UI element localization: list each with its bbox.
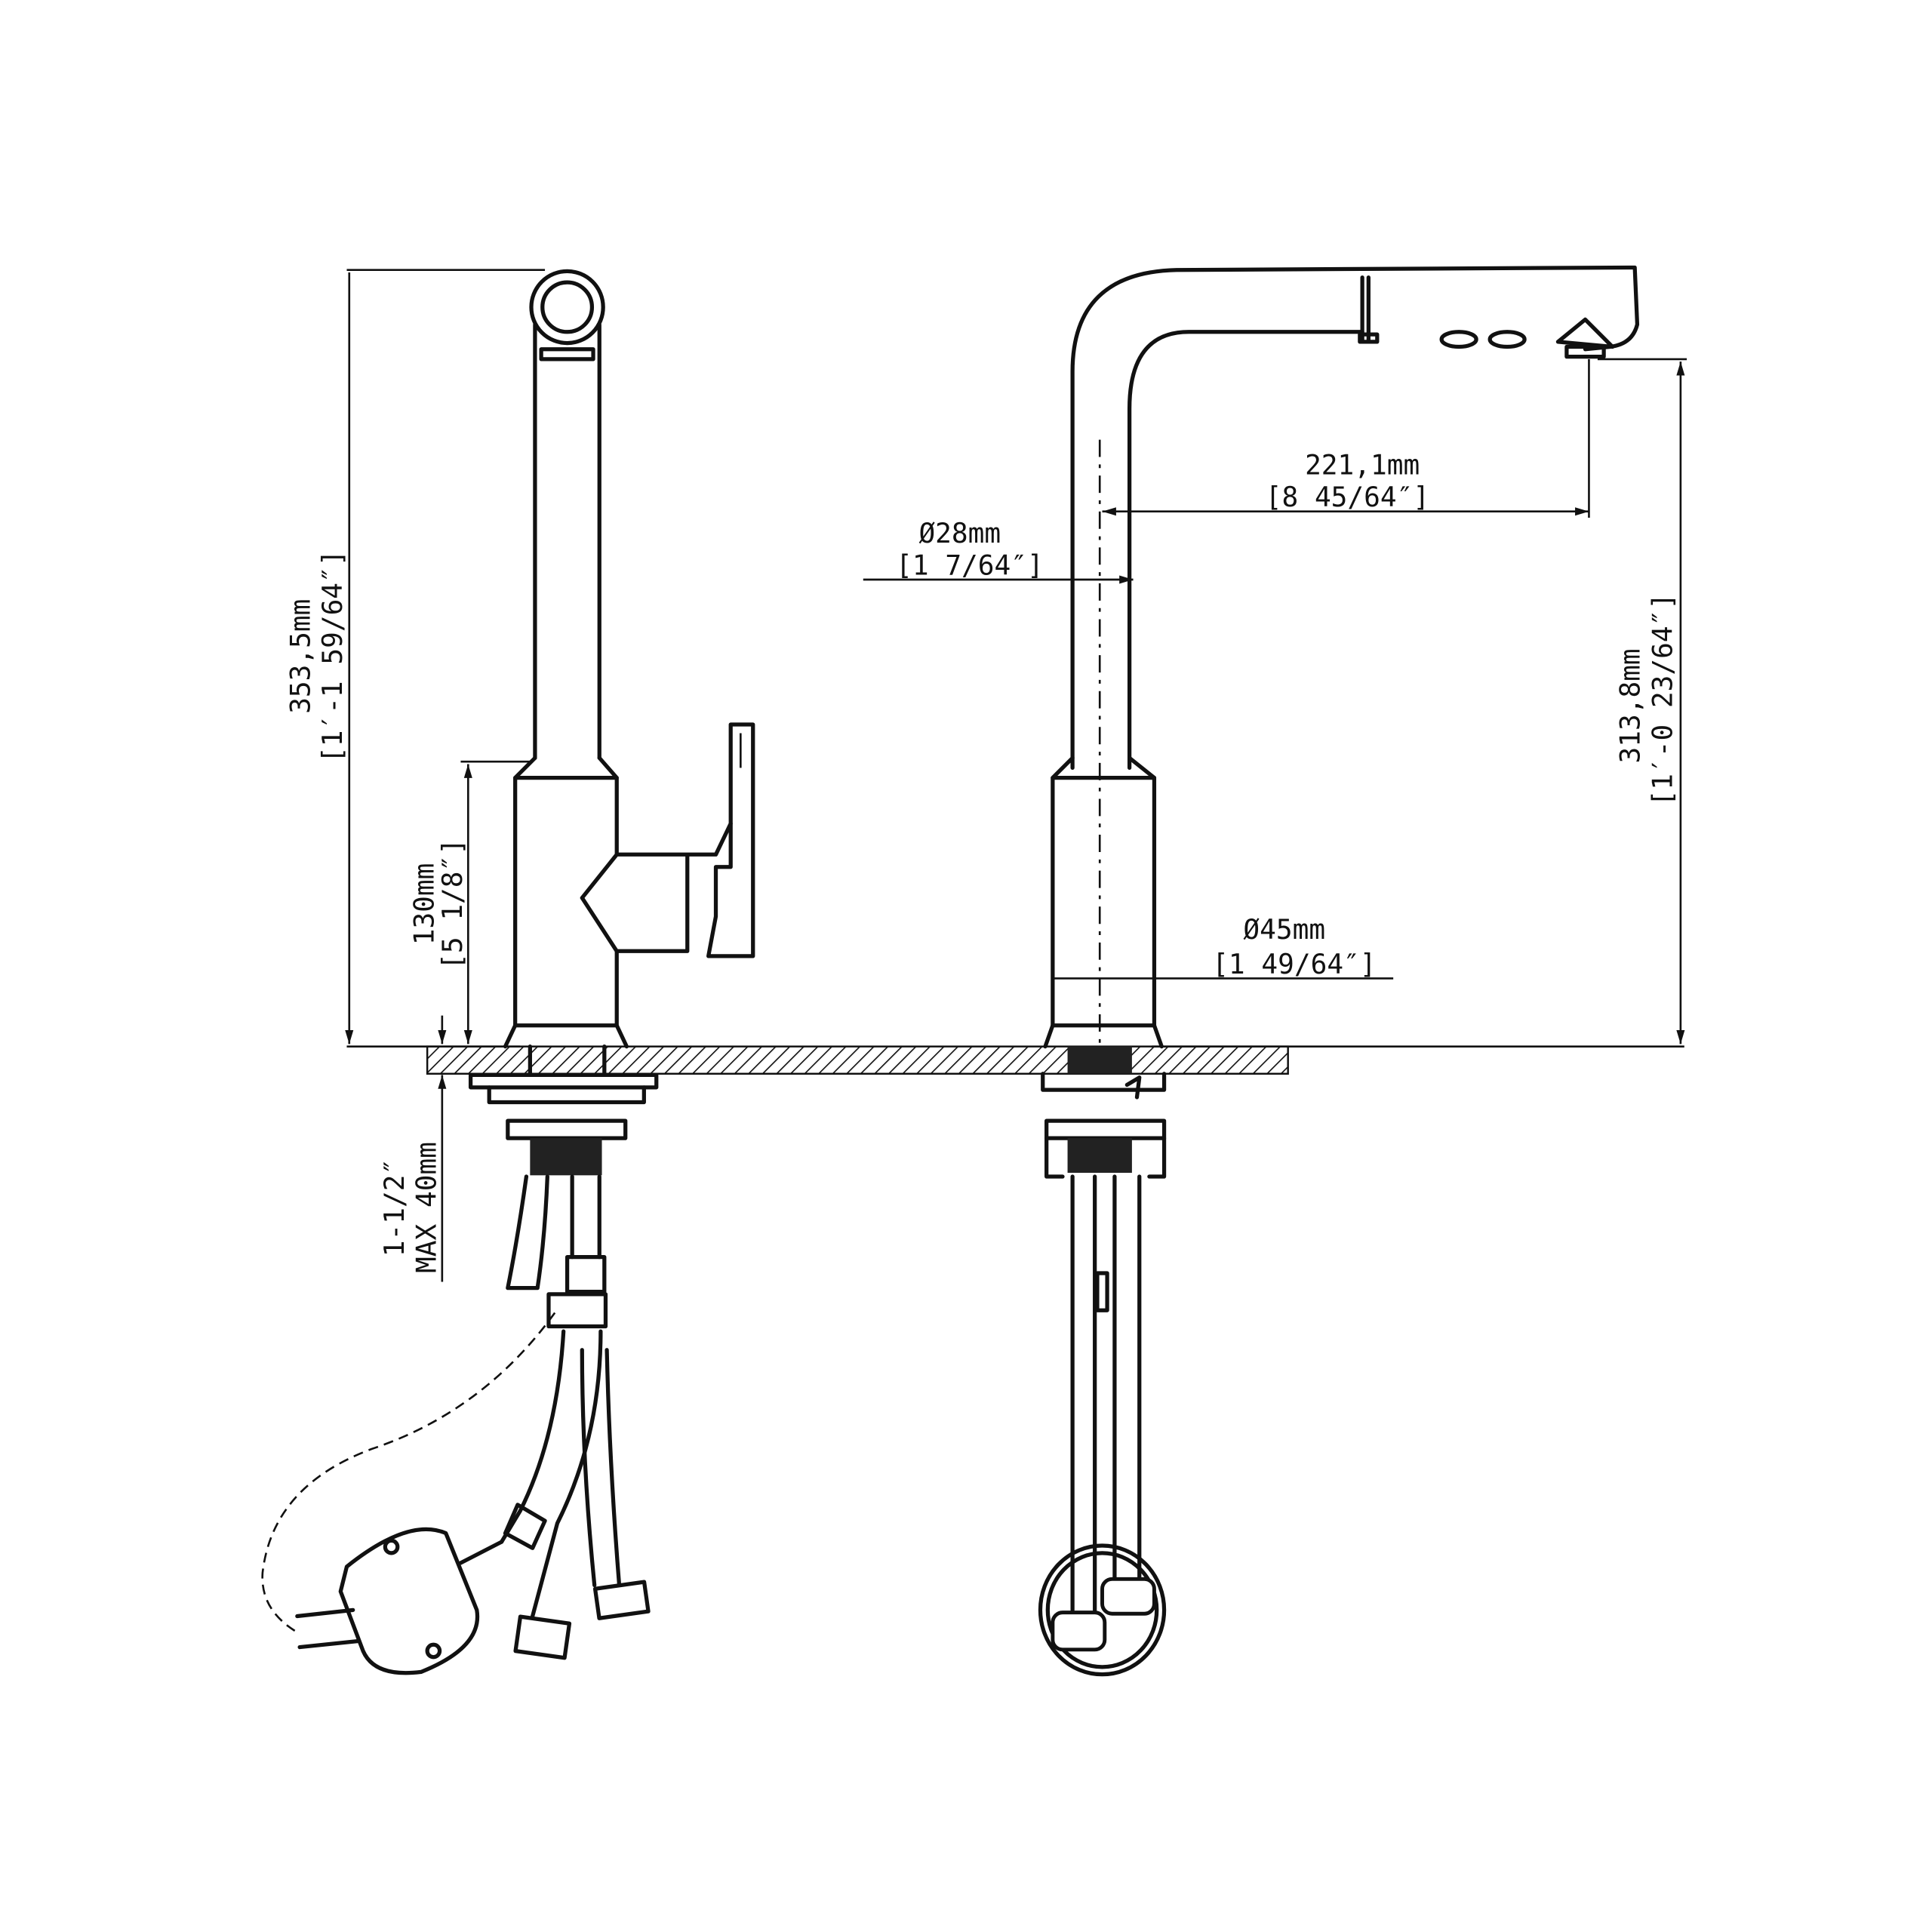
spout-diameter-mm: Ø28mm [918,517,1001,549]
overall-height-imperial: [1′-1 59/64″] [316,549,349,763]
pullout-hose-path [261,1312,556,1633]
countertop-deck [346,1045,1684,1075]
spout-diameter-imperial: [1 7/64″] [896,549,1044,581]
faucet-front-view [1038,265,1640,1677]
spout-height-mm: 313,8mm [1614,648,1647,763]
dimension-lines [345,269,1687,1282]
overall-height-mm: 353,5mm [284,599,316,714]
body-diameter-imperial: [1 49/64″] [1212,948,1376,980]
handle-plate [706,722,755,958]
deck-thickness-mm: MAX 40mm [411,1142,443,1273]
faucet-side-view [261,269,755,1675]
body-height-imperial: [5 1/8″] [436,838,469,970]
hose-weight [338,1527,480,1675]
spout-height-imperial: [1′-0 23/64″] [1646,593,1678,806]
spout-reach-imperial: [8 45/64″] [1266,481,1429,513]
body-height-mm: 130mm [408,863,440,946]
lever-handle [580,821,733,953]
spout-reach-mm: 221,1mm [1305,449,1420,481]
dimension-labels: 353,5mm [1′-1 59/64″] 130mm [5 1/8″] 1-1… [284,449,1678,1273]
deck-thickness-inch: 1-1/2″ [378,1158,411,1257]
body-diameter-mm: Ø45mm [1243,913,1325,946]
